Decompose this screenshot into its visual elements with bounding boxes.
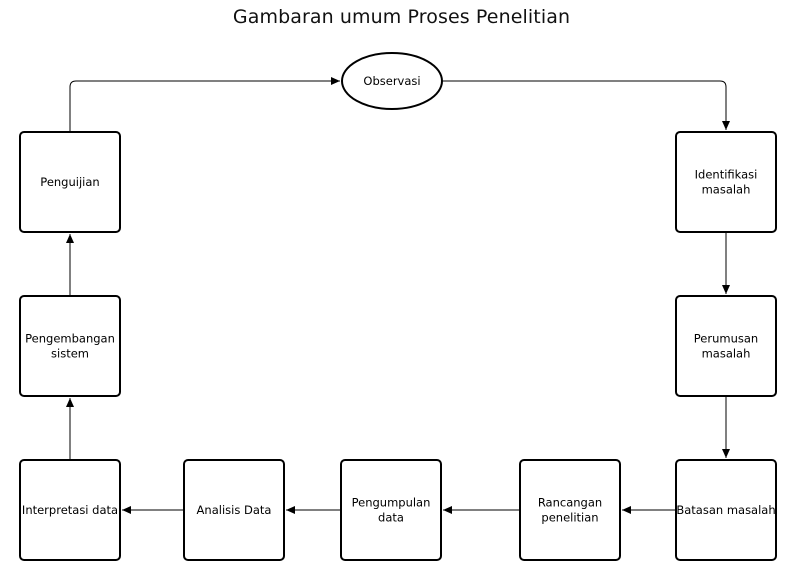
arrow-observasi-to-identifikasi (442, 80, 730, 130)
node-batasan: Batasan masalah (675, 459, 777, 561)
node-label-line: Rancangan (538, 496, 602, 510)
node-shape-box (675, 459, 777, 561)
node-interpretasi: Interpretasi data (19, 459, 121, 561)
node-shape-box (19, 459, 121, 561)
node-shape-box (183, 459, 285, 561)
node-label-line: Pengumpulan (352, 496, 431, 510)
node-shape-box (340, 459, 442, 561)
diagram-title: Gambaran umum Proses Penelitian (232, 6, 571, 28)
node-shape-box (19, 131, 121, 233)
node-shape-box (675, 131, 777, 233)
arrow-pengujian-to-observasi (69, 77, 340, 132)
node-analisis: Analisis Data (183, 459, 285, 561)
node-shape-box (519, 459, 621, 561)
node-label-line: Observasi (363, 74, 420, 88)
node-label-line: Interpretasi data (22, 503, 118, 517)
node-label-line: masalah (702, 183, 751, 197)
node-label-line: Pengembangan (25, 332, 115, 346)
node-shape-box (19, 295, 121, 397)
node-label-line: penelitian (541, 511, 598, 525)
node-label-line: masalah (702, 347, 751, 361)
node-label-line: Analisis Data (197, 503, 272, 517)
node-label-line: Identifikasi (695, 168, 758, 182)
node-observasi: Observasi (341, 52, 443, 110)
node-shape-ellipse (341, 52, 443, 110)
node-label-line: Perumusan (694, 332, 758, 346)
node-label-line: sistem (51, 347, 89, 361)
node-label-line: Penguijian (40, 175, 99, 189)
node-label-line: Batasan masalah (676, 503, 775, 517)
node-shape-box (675, 295, 777, 397)
node-label-line: data (378, 511, 404, 525)
node-pengujian: Penguijian (19, 131, 121, 233)
